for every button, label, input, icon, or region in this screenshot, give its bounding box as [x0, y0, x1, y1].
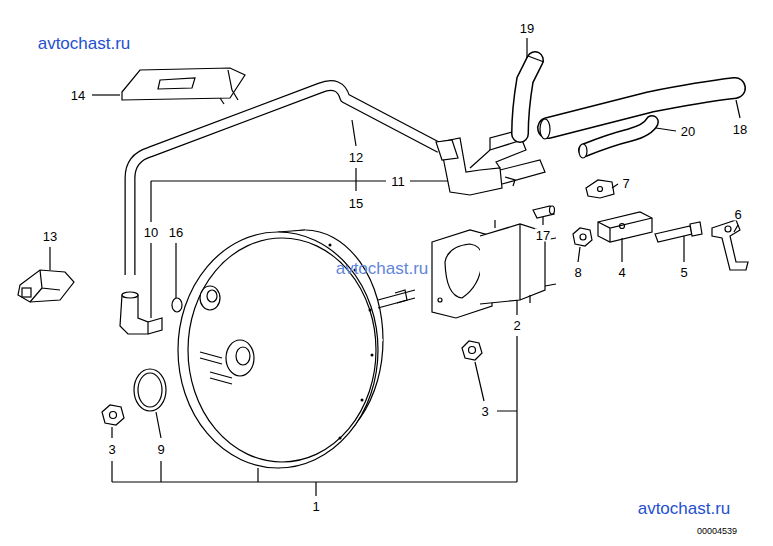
callout-number: 1: [311, 500, 320, 513]
callout-number: 3: [480, 405, 489, 418]
callout-number: 9: [156, 443, 165, 456]
callout-number: 10: [143, 226, 159, 239]
callout-number: 16: [168, 226, 184, 239]
watermark: avtochast.ru: [336, 260, 429, 277]
callout-number: 7: [621, 177, 630, 190]
callout-number: 5: [679, 266, 688, 279]
callout-number: 3: [107, 443, 116, 456]
callout-number: 20: [680, 125, 696, 138]
drawing-code: 00004539: [697, 527, 737, 536]
callout-number: 18: [732, 123, 748, 136]
watermark: avtochast.ru: [38, 35, 131, 52]
callout-number: 15: [348, 197, 364, 210]
callout-number: 13: [42, 230, 58, 243]
callout-number: 4: [617, 266, 626, 279]
callout-number: 8: [573, 266, 582, 279]
callout-number: 19: [519, 22, 535, 35]
callout-number: 14: [70, 89, 86, 102]
watermark: avtochast.ru: [638, 500, 731, 517]
callout-number: 2: [512, 319, 521, 332]
callout-number: 12: [348, 151, 364, 164]
callout-number: 6: [733, 208, 742, 221]
callout-number: 11: [390, 175, 406, 188]
callout-number: 17: [535, 229, 551, 242]
